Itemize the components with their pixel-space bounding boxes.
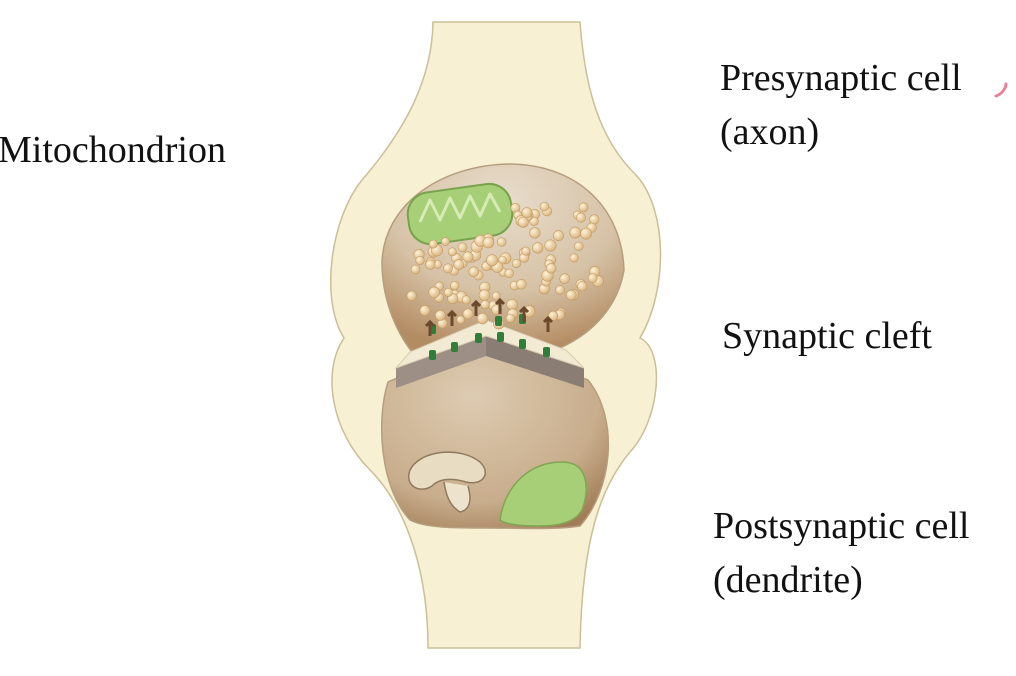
vesicle xyxy=(443,263,453,274)
mitochondrion-label: Mitochondrion xyxy=(0,129,226,171)
vesicle xyxy=(521,207,533,218)
vesicle xyxy=(462,251,474,263)
release-protein xyxy=(542,315,554,332)
release-protein xyxy=(424,319,436,336)
receptor xyxy=(519,339,526,349)
vesicle xyxy=(450,281,460,291)
receptor xyxy=(475,333,482,343)
release-protein xyxy=(518,305,530,322)
vesicle xyxy=(544,239,557,252)
vesicle xyxy=(443,287,453,297)
presynaptic-axon-label: (axon) xyxy=(720,111,820,153)
receptor xyxy=(497,332,504,342)
label-pointer xyxy=(994,82,1008,98)
vesicle xyxy=(491,291,501,301)
vesicle xyxy=(577,281,588,292)
vesicle xyxy=(578,202,589,213)
vesicle xyxy=(532,242,544,254)
presynaptic-cell-label: Presynaptic cell xyxy=(720,57,962,99)
mitochondrion xyxy=(406,182,514,246)
vesicle xyxy=(476,312,489,325)
vesicle xyxy=(468,266,480,278)
vesicle xyxy=(428,239,438,249)
vesicle xyxy=(425,259,436,270)
vesicle xyxy=(575,212,586,223)
cleft-wall-right xyxy=(486,336,584,388)
cleft-wall-left xyxy=(396,336,486,388)
vesicle xyxy=(482,236,495,249)
release-protein xyxy=(446,309,458,326)
vesicle xyxy=(410,264,421,275)
vesicle xyxy=(539,201,550,212)
vesicle xyxy=(553,230,564,242)
postsynaptic-cell-label: Postsynaptic cell xyxy=(713,505,970,547)
receptor xyxy=(451,342,458,352)
release-protein xyxy=(470,299,482,316)
postsynaptic-dendrite-label: (dendrite) xyxy=(713,559,863,601)
vesicle xyxy=(548,310,559,322)
receptor xyxy=(543,347,550,357)
vesicle xyxy=(406,290,417,301)
vesicle xyxy=(569,226,582,239)
synaptic-cleft-label: Synaptic cleft xyxy=(722,315,932,357)
vesicle xyxy=(498,255,507,265)
vesicle xyxy=(511,258,522,269)
vesicle xyxy=(587,273,598,283)
vesicle xyxy=(434,309,446,321)
receptor xyxy=(429,350,436,360)
vesicle xyxy=(461,295,471,305)
vesicle xyxy=(447,247,457,257)
vesicle xyxy=(517,216,529,228)
vesicle xyxy=(456,315,466,325)
vesicle xyxy=(504,268,514,278)
receptor xyxy=(495,316,502,326)
postsynaptic-organelle xyxy=(407,451,486,513)
vesicle xyxy=(440,237,450,246)
vesicle xyxy=(486,254,498,267)
vesicle xyxy=(428,286,441,299)
vesicle xyxy=(569,253,579,263)
vesicle xyxy=(545,263,557,274)
vesicle xyxy=(478,289,491,301)
release-protein xyxy=(494,297,506,314)
vesicle xyxy=(521,246,531,256)
vesicle xyxy=(505,313,515,323)
vesicle xyxy=(580,227,592,240)
vesicle xyxy=(497,237,507,247)
release-proteins xyxy=(424,297,554,336)
vesicle xyxy=(453,259,465,270)
vesicle xyxy=(565,289,577,301)
vesicle xyxy=(559,273,571,285)
vesicle xyxy=(415,255,425,266)
vesicle xyxy=(574,241,584,252)
vesicle xyxy=(555,285,565,295)
vesicle xyxy=(529,227,541,239)
vesicle xyxy=(419,305,431,316)
vesicle xyxy=(462,308,474,320)
vesicle xyxy=(480,300,490,310)
postsynaptic-mitochondrion xyxy=(499,461,587,527)
vesicle xyxy=(457,242,468,253)
vesicle xyxy=(516,279,527,290)
